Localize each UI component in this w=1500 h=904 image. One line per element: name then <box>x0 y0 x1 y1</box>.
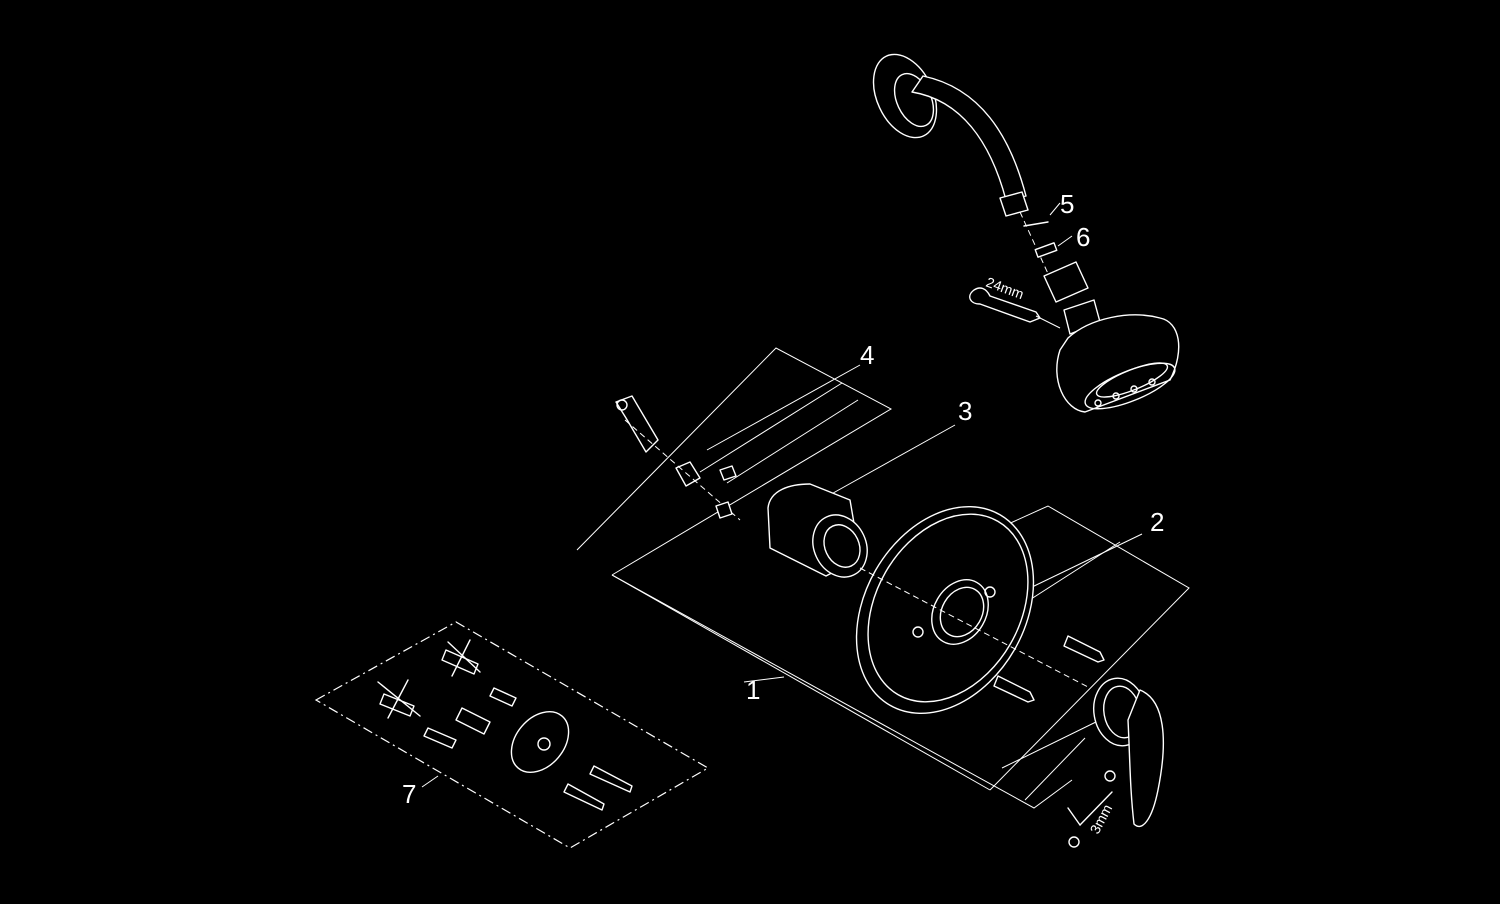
callout-3: 3 <box>958 396 972 426</box>
plate-screws <box>993 635 1105 703</box>
callout-labels: 1 2 3 4 5 6 7 <box>402 189 1164 809</box>
hex-key-size-label: 3mm <box>1087 801 1116 836</box>
group-frame-1 <box>576 347 1073 809</box>
callout-2: 2 <box>1150 507 1164 537</box>
kit-part-b <box>455 707 491 735</box>
handle-lever <box>1093 677 1165 827</box>
shower-head <box>1043 261 1180 413</box>
sleeve-part-3 <box>767 483 868 578</box>
callout-4: 4 <box>860 340 874 370</box>
cartridge-parts-4 <box>615 395 741 521</box>
shower-arm <box>872 53 1029 217</box>
wrench-size-label: 24mm <box>984 274 1026 302</box>
service-kit-part-7 <box>314 621 710 849</box>
callout-5: 5 <box>1060 189 1074 219</box>
kit-crossed-cartridge-1 <box>441 639 481 677</box>
kit-part-c <box>423 727 457 749</box>
kit-screw-2 <box>563 783 605 811</box>
kit-body <box>510 711 570 773</box>
callout-7: 7 <box>402 779 416 809</box>
kit-part-a <box>489 687 517 707</box>
escutcheon-plate-part-2 <box>855 505 1091 715</box>
group-frame-2 <box>989 505 1190 791</box>
kit-crossed-cartridge-2 <box>377 679 421 719</box>
hex-key-tool: 3mm <box>1067 770 1116 848</box>
kit-screw-1 <box>589 765 633 793</box>
flow-restrictor-part-6 <box>1034 242 1058 258</box>
callout-6: 6 <box>1076 222 1090 252</box>
callout-1: 1 <box>746 675 760 705</box>
